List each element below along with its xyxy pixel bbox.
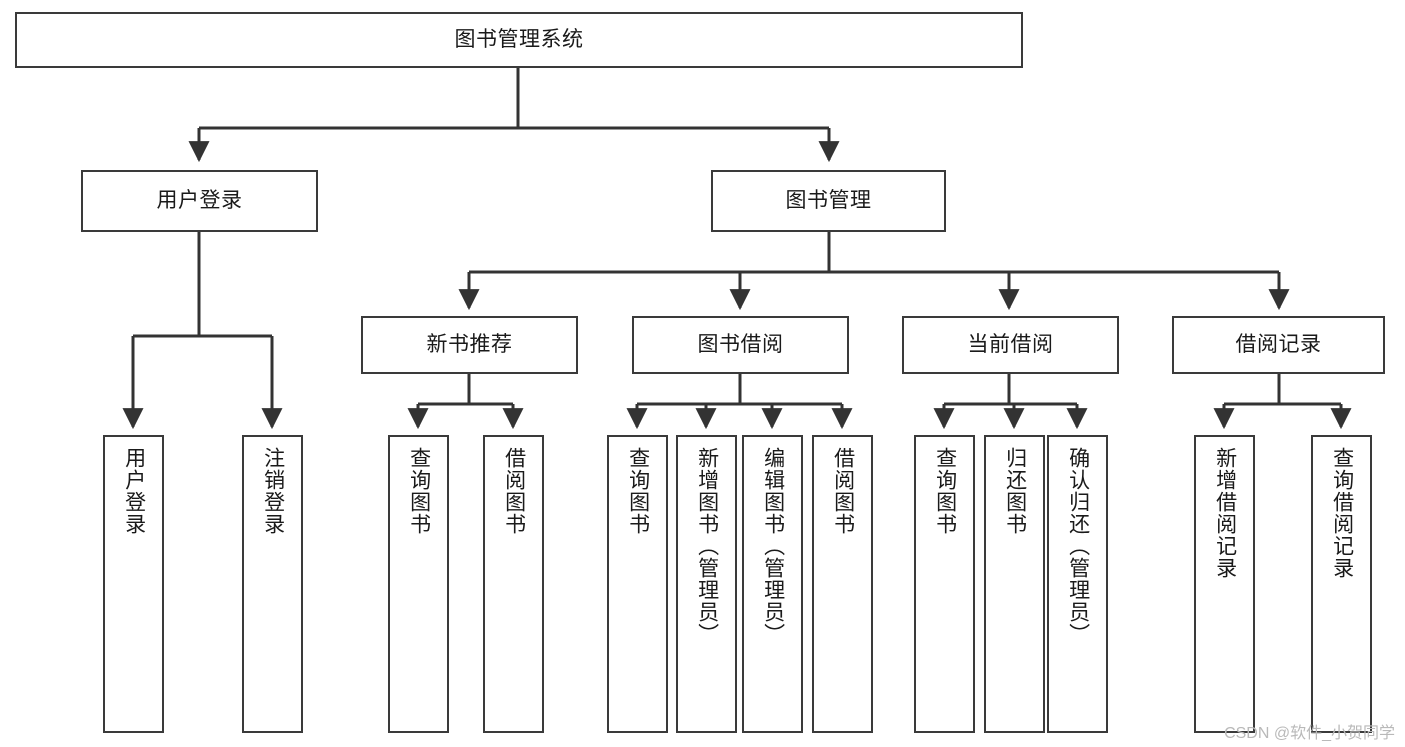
node-root-label: 图书管理系统 — [454, 28, 584, 52]
node-leaf-edit-book[interactable]: 编辑图书（管理员） — [742, 435, 803, 733]
node-current-borrow[interactable]: 当前借阅 — [902, 316, 1119, 374]
node-leaf-logout-label: 注销登录 — [261, 447, 285, 535]
node-leaf-add-book[interactable]: 新增图书（管理员） — [676, 435, 737, 733]
node-user-login[interactable]: 用户登录 — [81, 170, 318, 232]
node-new-book-rec-label: 新书推荐 — [426, 333, 513, 357]
node-leaf-borrow-book-2-label: 借阅图书 — [831, 447, 855, 535]
node-leaf-return-book-label: 归还图书 — [1003, 447, 1027, 535]
node-leaf-user-login-label: 用户登录 — [122, 447, 146, 535]
node-root[interactable]: 图书管理系统 — [15, 12, 1023, 68]
node-leaf-query-book-2[interactable]: 查询图书 — [607, 435, 668, 733]
node-book-borrow[interactable]: 图书借阅 — [632, 316, 849, 374]
node-book-borrow-label: 图书借阅 — [697, 333, 784, 357]
node-user-login-label: 用户登录 — [156, 189, 243, 213]
node-book-manage[interactable]: 图书管理 — [711, 170, 946, 232]
node-borrow-record-label: 借阅记录 — [1235, 333, 1322, 357]
node-leaf-query-book-2-label: 查询图书 — [626, 447, 650, 535]
node-leaf-query-book-1[interactable]: 查询图书 — [388, 435, 449, 733]
node-leaf-query-record-label: 查询借阅记录 — [1330, 447, 1354, 579]
node-new-book-rec[interactable]: 新书推荐 — [361, 316, 578, 374]
node-leaf-edit-book-label: 编辑图书（管理员） — [761, 447, 785, 645]
node-leaf-add-record[interactable]: 新增借阅记录 — [1194, 435, 1255, 733]
node-leaf-query-book-1-label: 查询图书 — [407, 447, 431, 535]
node-leaf-confirm-return-label: 确认归还（管理员） — [1066, 447, 1090, 645]
node-leaf-borrow-book-1[interactable]: 借阅图书 — [483, 435, 544, 733]
node-leaf-borrow-book-2[interactable]: 借阅图书 — [812, 435, 873, 733]
node-leaf-return-book[interactable]: 归还图书 — [984, 435, 1045, 733]
node-leaf-add-book-label: 新增图书（管理员） — [695, 447, 719, 645]
watermark-text: CSDN @软件_小贺同学 — [1224, 725, 1395, 742]
node-book-manage-label: 图书管理 — [785, 189, 872, 213]
node-leaf-borrow-book-1-label: 借阅图书 — [502, 447, 526, 535]
node-leaf-logout[interactable]: 注销登录 — [242, 435, 303, 733]
node-borrow-record[interactable]: 借阅记录 — [1172, 316, 1385, 374]
node-leaf-add-record-label: 新增借阅记录 — [1213, 447, 1237, 579]
node-leaf-query-book-3-label: 查询图书 — [933, 447, 957, 535]
node-leaf-confirm-return[interactable]: 确认归还（管理员） — [1047, 435, 1108, 733]
node-leaf-user-login[interactable]: 用户登录 — [103, 435, 164, 733]
node-current-borrow-label: 当前借阅 — [967, 333, 1054, 357]
node-leaf-query-record[interactable]: 查询借阅记录 — [1311, 435, 1372, 733]
node-leaf-query-book-3[interactable]: 查询图书 — [914, 435, 975, 733]
